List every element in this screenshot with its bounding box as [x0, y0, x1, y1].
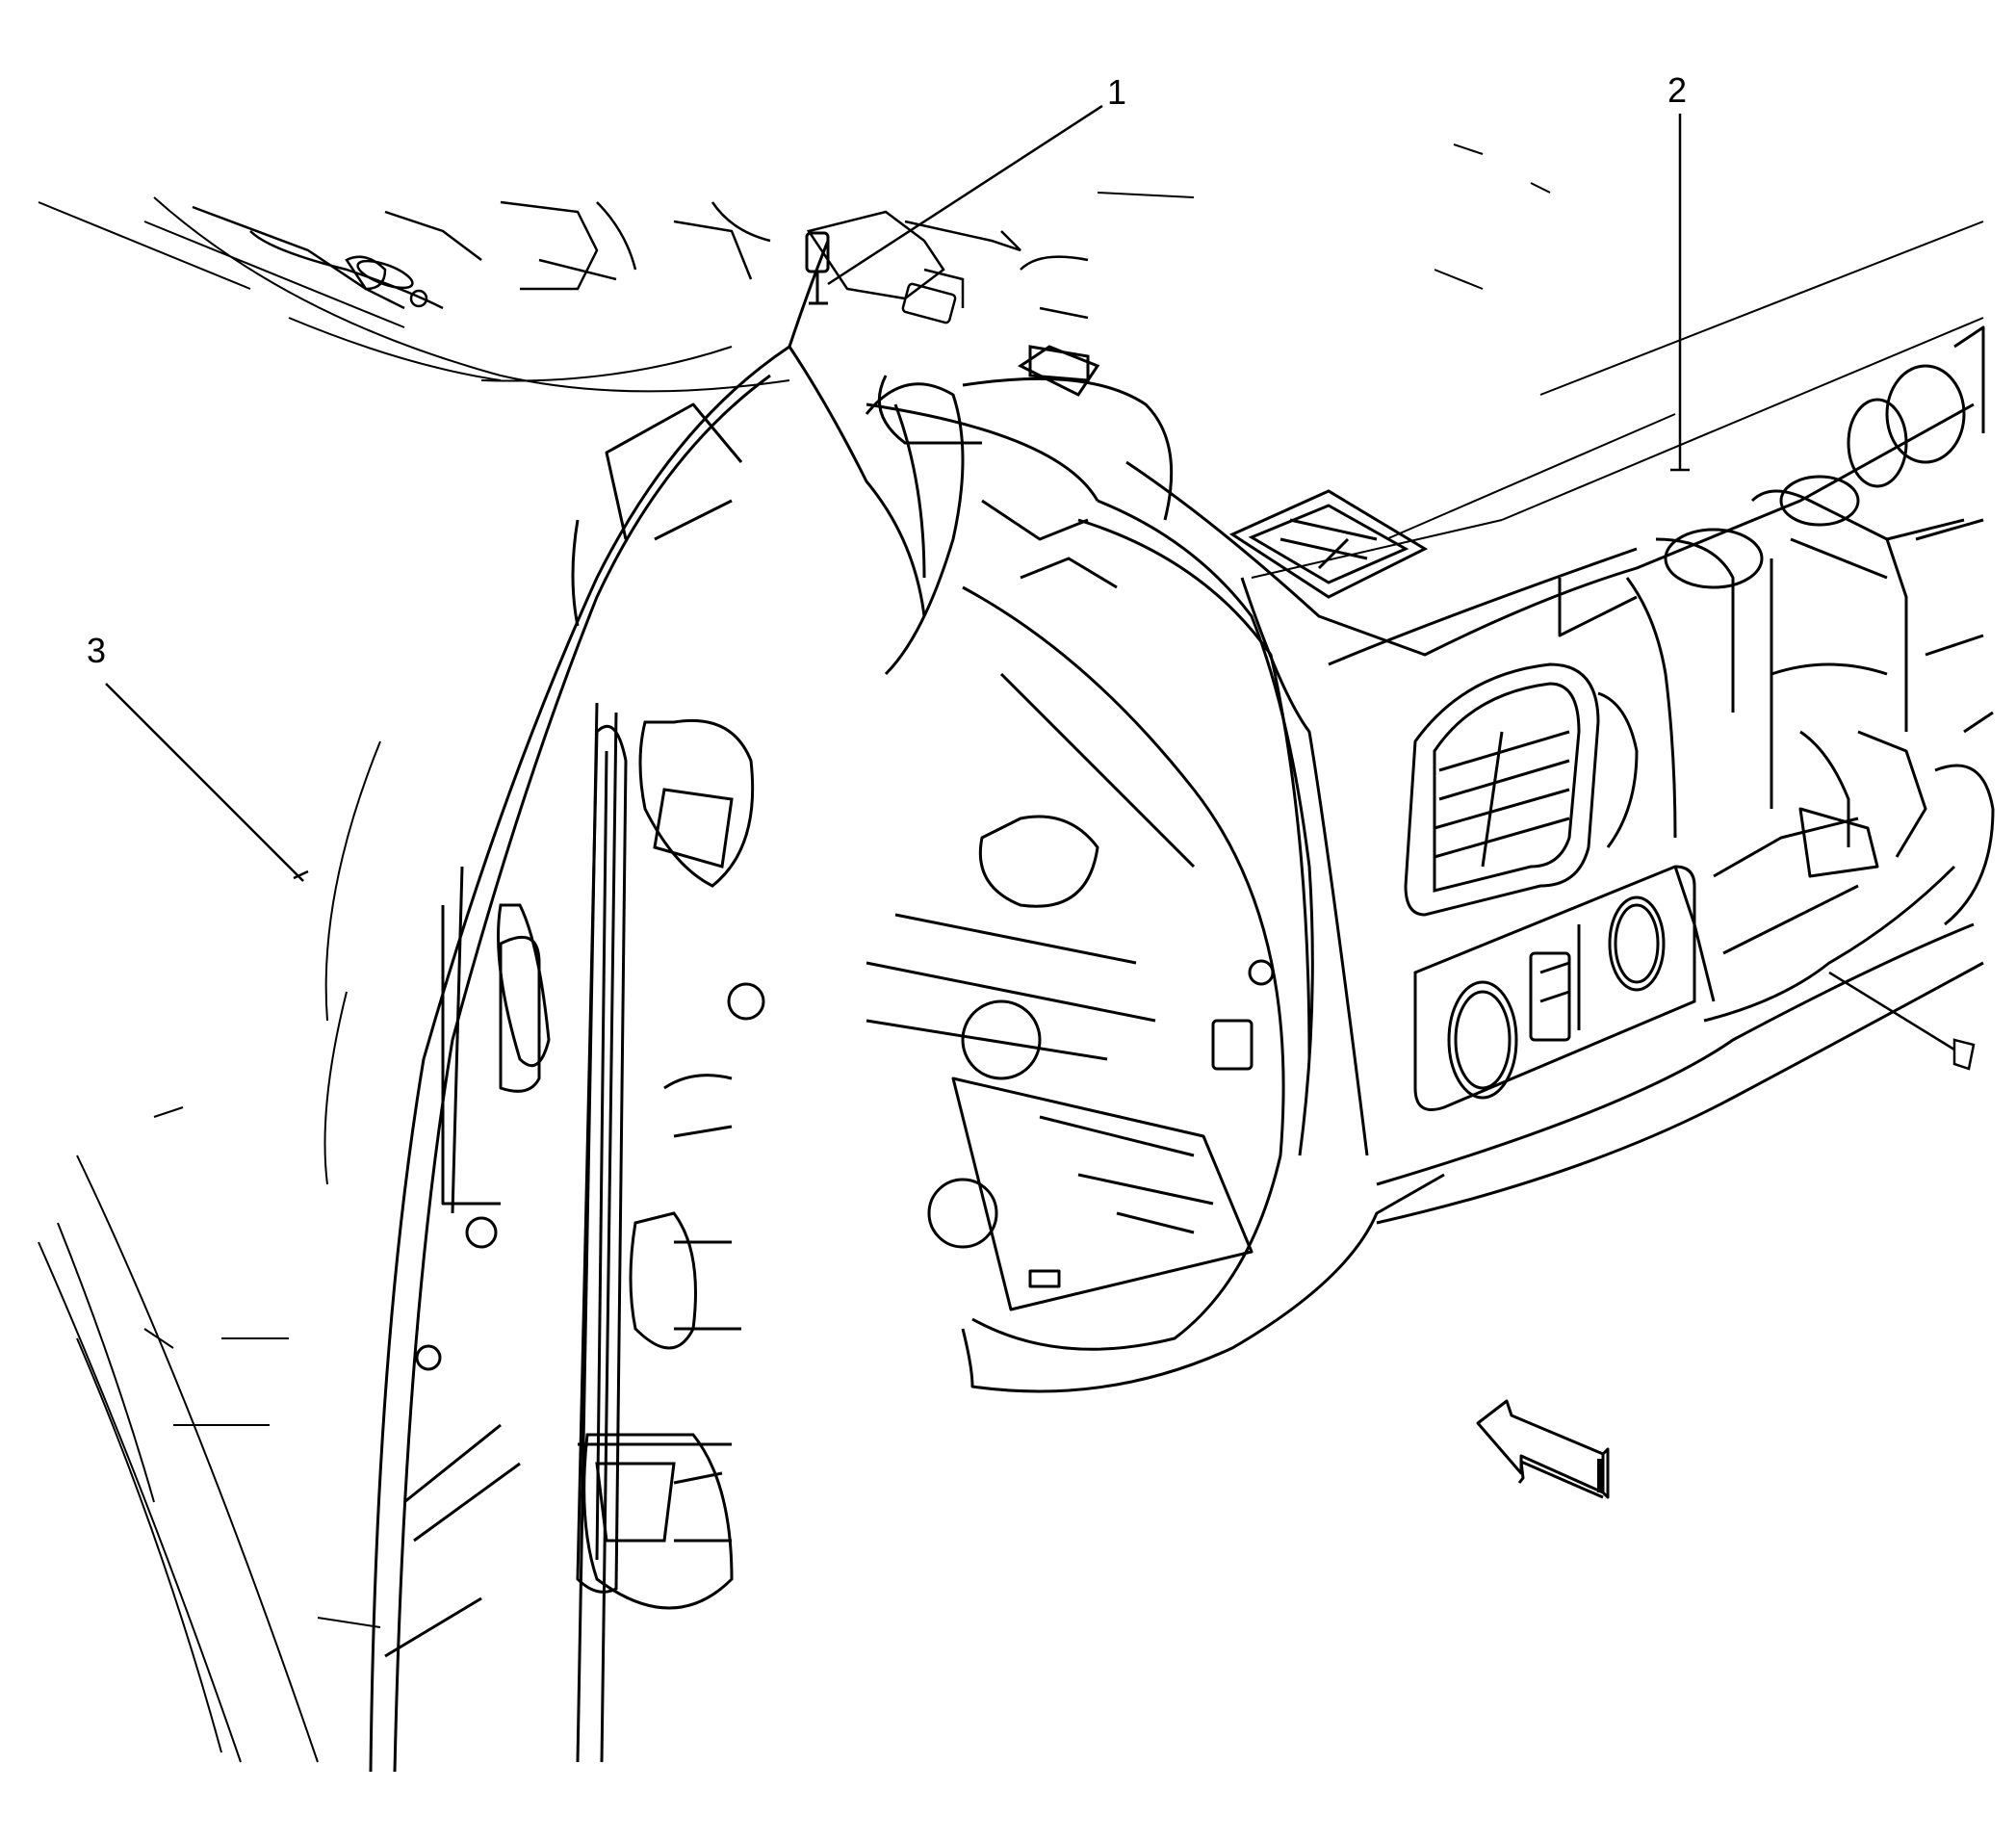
callout-1-leader	[827, 104, 1103, 286]
callout-2-label: 2	[1667, 70, 1687, 110]
wiring-harness	[788, 240, 1174, 676]
instrument-panel-upper	[866, 325, 1995, 1156]
ambient-light-sensor	[805, 231, 830, 305]
switch-cluster	[1413, 865, 1696, 1111]
center-air-outlet	[1404, 662, 1639, 917]
vertical-rib-brace	[576, 724, 741, 1594]
left-body-curves	[38, 740, 381, 1763]
panel-openings	[415, 718, 765, 1610]
callout-leaders	[105, 104, 1690, 882]
body-contour-lines	[38, 143, 1984, 579]
view-direction-arrow-icon	[1476, 1399, 1610, 1499]
defroster-vent	[1228, 489, 1429, 599]
upper-dash-structure	[192, 200, 1089, 324]
hinge-pillar-panel	[369, 345, 790, 1773]
callout-1-label: 1	[1107, 72, 1126, 112]
right-lower-fastener	[1828, 971, 1976, 1071]
callout-3-leader	[105, 683, 304, 882]
callout-3-label: 3	[87, 631, 106, 670]
